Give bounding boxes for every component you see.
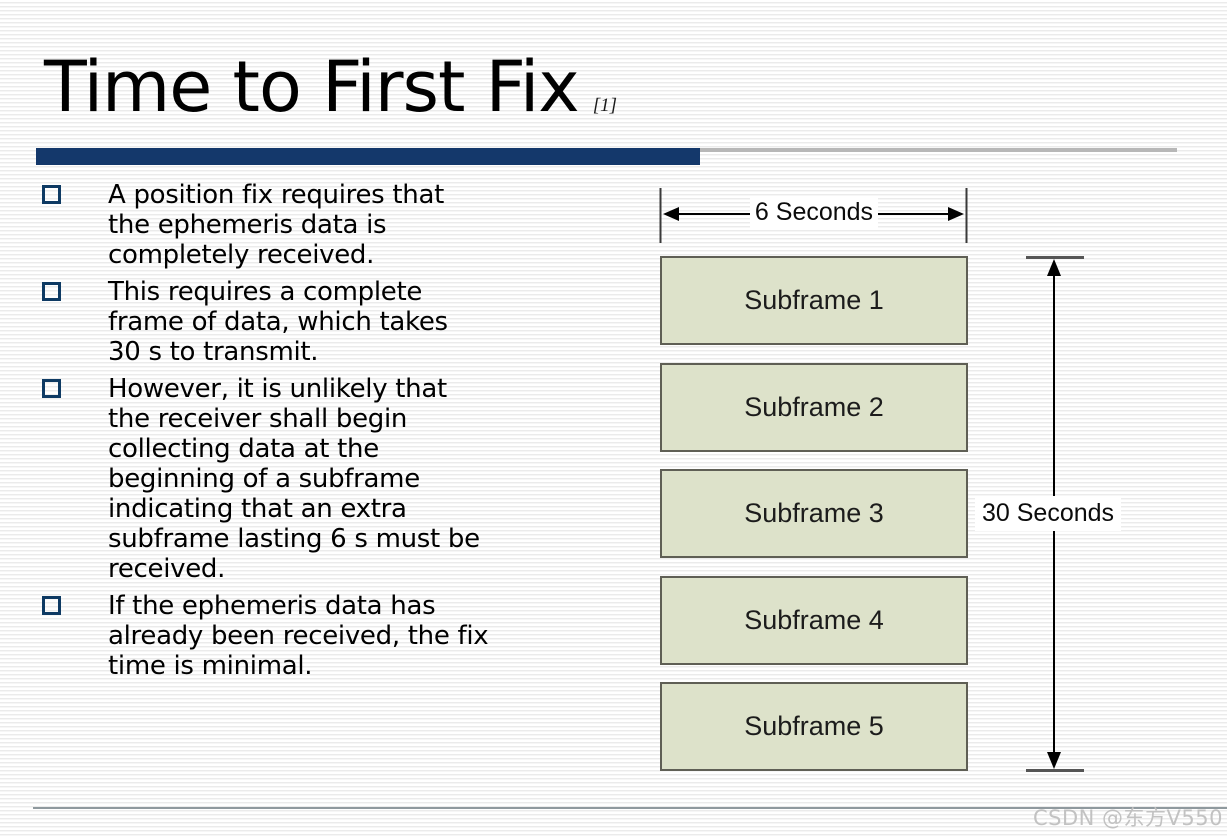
bullet-text: A position fix requires that the ephemer… bbox=[108, 180, 444, 270]
watermark: CSDN @东方V550 bbox=[1033, 806, 1223, 830]
top-measure-text: 6 Seconds bbox=[749, 196, 879, 228]
title-accent-line bbox=[700, 148, 1177, 152]
top-measure-label: 6 Seconds bbox=[660, 196, 968, 228]
list-item: However, it is unlikely that the receive… bbox=[42, 374, 602, 584]
subframe-box: Subframe 1 bbox=[660, 256, 968, 345]
list-item: If the ephemeris data has already been r… bbox=[42, 591, 602, 681]
page-title: Time to First Fix[1] bbox=[44, 50, 617, 143]
title-accent-bar bbox=[36, 148, 700, 165]
side-measure-label: 30 Seconds bbox=[975, 496, 1122, 531]
square-bullet-icon bbox=[42, 596, 61, 615]
bullet-text: This requires a complete frame of data, … bbox=[108, 277, 448, 367]
subframe-box: Subframe 5 bbox=[660, 682, 968, 771]
square-bullet-icon bbox=[42, 185, 61, 204]
subframe-box: Subframe 3 bbox=[660, 469, 968, 558]
arrowhead-down-icon bbox=[1047, 752, 1061, 769]
arrowhead-up-icon bbox=[1047, 259, 1061, 276]
citation-ref: [1] bbox=[592, 95, 617, 116]
list-item: A position fix requires that the ephemer… bbox=[42, 180, 602, 270]
square-bullet-icon bbox=[42, 282, 61, 301]
subframe-box: Subframe 4 bbox=[660, 576, 968, 665]
list-item: This requires a complete frame of data, … bbox=[42, 277, 602, 367]
square-bullet-icon bbox=[42, 379, 61, 398]
bullet-text: If the ephemeris data has already been r… bbox=[108, 591, 489, 681]
subframe-box: Subframe 2 bbox=[660, 363, 968, 452]
page-title-text: Time to First Fix bbox=[44, 46, 580, 128]
bullet-list: A position fix requires that the ephemer… bbox=[42, 180, 602, 688]
footer-divider bbox=[33, 807, 1227, 809]
bullet-text: However, it is unlikely that the receive… bbox=[108, 374, 480, 584]
